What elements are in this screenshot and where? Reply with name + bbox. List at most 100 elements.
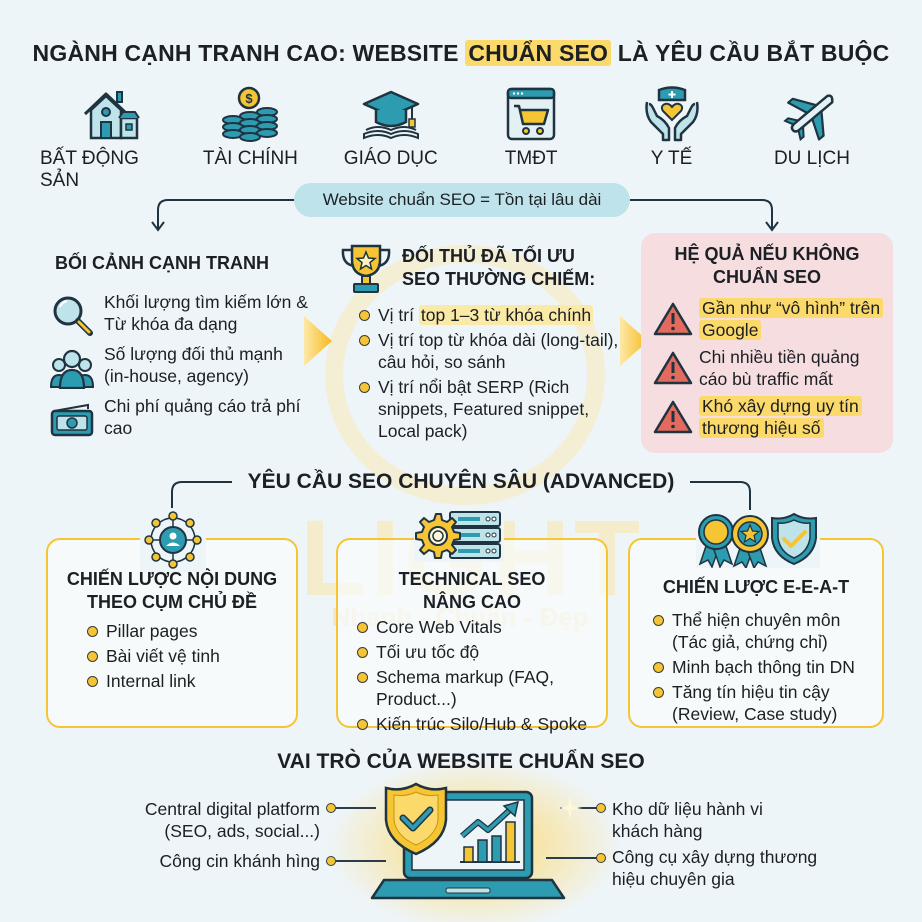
industry-real-estate: BẤT ĐỘNG SẢN bbox=[40, 86, 180, 192]
competition-context: BỐI CẢNH CẠNH TRANH Khối lượng tìm kiếm … bbox=[50, 252, 310, 447]
graduation-cap-icon bbox=[362, 90, 420, 140]
banknote-icon bbox=[50, 403, 94, 437]
consequence-text: Khó xây dựng uy tín thương hiệu số bbox=[699, 395, 881, 439]
item-text: Vị trí top từ khóa dài (long-tail), câu … bbox=[378, 330, 619, 372]
context-item-text: Số lượng đối thủ mạnh (in-house, agency) bbox=[104, 344, 283, 386]
eeat-card: CHIẾN LƯỢC E-E-A-T Thể hiện chuyên môn (… bbox=[628, 538, 884, 728]
airplane-icon bbox=[783, 94, 834, 142]
industry-label: TÀI CHÍNH bbox=[202, 148, 298, 169]
title-highlight: CHUẨN SEO bbox=[465, 40, 612, 66]
card-list: Pillar pages Bài viết vệ tinh Internal l… bbox=[84, 620, 286, 692]
page-title: NGÀNH CẠNH TRANH CAO: WEBSITE CHUẨN SEO … bbox=[0, 40, 922, 67]
heading-line: TECHNICAL SEO bbox=[398, 569, 546, 589]
magnifier-icon bbox=[53, 296, 93, 336]
card-heading: CHIẾN LƯỢC E-E-A-T bbox=[642, 576, 870, 599]
industry-label: TMĐT bbox=[504, 148, 558, 169]
list-item: Tối ưu tốc độ bbox=[354, 641, 596, 663]
heading-line: CHUẨN SEO bbox=[712, 267, 821, 287]
title-suffix: LÀ YÊU CẦU BẮT BUỘC bbox=[611, 40, 890, 66]
heading-line: SEO THƯỜNG CHIẾM: bbox=[402, 269, 596, 289]
competitors-column: ĐỐI THỦ ĐÃ TỐI ƯU SEO THƯỜNG CHIẾM: Vị t… bbox=[338, 240, 628, 445]
context-heading: BỐI CẢNH CẠNH TRANH bbox=[55, 253, 269, 273]
consequences-heading: HỆ QUẢ NẾU KHÔNG CHUẨN SEO bbox=[653, 243, 881, 289]
card-heading: TECHNICAL SEO NÂNG CAO bbox=[348, 568, 596, 614]
house-icon bbox=[83, 91, 140, 140]
industry-row: BẤT ĐỘNG SẢN $ TÀI CHÍNH GIÁO DỤC bbox=[40, 86, 882, 192]
card-heading: CHIẾN LƯỢC NỘI DUNG THEO CỤM CHỦ ĐỀ bbox=[58, 568, 286, 614]
consequence-highlight: Gần như “vô hình” trên Google bbox=[699, 298, 884, 340]
shopping-cart-icon bbox=[506, 87, 556, 141]
list-item: Vị trí top từ khóa dài (long-tail), câu … bbox=[356, 329, 628, 373]
role-left-2: Công cin khánh hìng bbox=[159, 851, 320, 871]
industry-label: GIÁO DỤC bbox=[343, 148, 438, 169]
consequence-highlight: Khó xây dựng uy tín thương hiệu số bbox=[699, 396, 862, 438]
role-left-1: Central digital platform (SEO, ads, soci… bbox=[144, 799, 320, 841]
warning-icon bbox=[653, 351, 693, 385]
consequences-panel: HỆ QUẢ NẾU KHÔNG CHUẨN SEO Gần như “vô h… bbox=[641, 233, 893, 453]
connector-line bbox=[336, 807, 376, 809]
context-item: Chi phí quảng cáo trả phí cao bbox=[50, 395, 310, 441]
list-item: Bài viết vệ tinh bbox=[84, 645, 286, 667]
list-item: Thể hiện chuyên môn (Tác giả, chứng chỉ) bbox=[650, 609, 870, 653]
competitors-heading-row: ĐỐI THỦ ĐÃ TỐI ƯU SEO THƯỜNG CHIẾM: bbox=[338, 240, 628, 296]
item-highlight: top 1–3 từ khóa chính bbox=[418, 305, 594, 325]
industry-label: Y TẾ bbox=[650, 148, 693, 169]
connector-dot bbox=[596, 853, 606, 863]
industry-travel: DU LỊCH bbox=[742, 86, 882, 192]
context-item: Khối lượng tìm kiếm lớn & Từ khóa đa dạn… bbox=[50, 291, 310, 337]
list-item: Minh bạch thông tin DN bbox=[650, 656, 870, 678]
connector-pill: Website chuẩn SEO = Tồn tại lâu dài bbox=[294, 183, 630, 217]
advanced-bracket bbox=[171, 481, 751, 510]
heading-line: CHIẾN LƯỢC NỘI DUNG bbox=[66, 569, 278, 589]
consequence-item: Gần như “vô hình” trên Google bbox=[653, 297, 884, 341]
context-item-text: Khối lượng tìm kiếm lớn & Từ khóa đa dạn… bbox=[104, 292, 308, 334]
list-item: Core Web Vitals bbox=[354, 616, 596, 638]
connector-line bbox=[546, 857, 598, 859]
gear-server-icon bbox=[414, 510, 504, 562]
advanced-heading: YÊU CẦU SEO CHUYÊN SÂU (ADVANCED) bbox=[247, 470, 675, 493]
list-item: Vị trí nổi bật SERP (Rich snippets, Feat… bbox=[356, 376, 628, 442]
connector-arrows bbox=[151, 199, 779, 232]
card-list: Thể hiện chuyên môn (Tác giả, chứng chỉ)… bbox=[650, 609, 870, 725]
connector-dot bbox=[596, 803, 606, 813]
warning-icon bbox=[653, 400, 693, 434]
chevron-right-icon bbox=[620, 316, 648, 366]
consequence-item: Khó xây dựng uy tín thương hiệu số bbox=[653, 395, 881, 439]
item-text: Vị trí bbox=[378, 305, 419, 325]
technical-seo-card: TECHNICAL SEO NÂNG CAO Core Web Vitals T… bbox=[336, 538, 608, 734]
connector-dot bbox=[326, 803, 336, 813]
industry-label: DU LỊCH bbox=[773, 148, 850, 169]
card-list: Core Web Vitals Tối ưu tốc độ Schema mar… bbox=[354, 616, 596, 735]
industry-label: BẤT ĐỘNG SẢN bbox=[40, 148, 139, 191]
industry-finance: $ TÀI CHÍNH bbox=[180, 86, 320, 192]
list-item: Tăng tín hiệu tin cậy (Review, Case stud… bbox=[650, 681, 870, 725]
connector-dot bbox=[326, 856, 336, 866]
list-item: Schema markup (FAQ, Product...) bbox=[354, 666, 596, 710]
list-item: Vị trí top 1–3 từ khóa chính bbox=[356, 304, 628, 326]
industry-healthcare: Y TẾ bbox=[602, 86, 742, 192]
consequence-item: Chi nhiều tiền quảng cáo bù traffic mất bbox=[653, 346, 881, 390]
healthcare-hands-icon bbox=[644, 86, 699, 142]
context-item-text: Chi phí quảng cáo trả phí cao bbox=[104, 396, 301, 438]
heading-line: CHIẾN LƯỢC E-E-A-T bbox=[662, 577, 850, 597]
connector-line bbox=[336, 860, 386, 862]
industry-education: GIÁO DỤC bbox=[321, 86, 461, 192]
warning-icon bbox=[653, 302, 693, 336]
role-right-1: Kho dữ liệu hành vi khách hàng bbox=[612, 799, 763, 841]
list-item: Pillar pages bbox=[84, 620, 286, 642]
competitors-heading: ĐỐI THỦ ĐÃ TỐI ƯU SEO THƯỜNG CHIẾM: bbox=[402, 245, 595, 291]
laptop-shield-growth-icon bbox=[370, 782, 566, 900]
heading-line: HỆ QUẢ NẾU KHÔNG bbox=[674, 244, 860, 264]
trophy-icon bbox=[341, 244, 391, 293]
list-item: Internal link bbox=[84, 670, 286, 692]
heading-line: NÂNG CAO bbox=[423, 592, 521, 612]
content-cluster-card: CHIẾN LƯỢC NỘI DUNG THEO CỤM CHỦ ĐỀ Pill… bbox=[46, 538, 298, 728]
badges-shield-icon bbox=[696, 510, 820, 568]
role-right-2: Công cụ xây dựng thương hiệu chuyên gia bbox=[612, 847, 818, 889]
heading-line: THEO CỤM CHỦ ĐỀ bbox=[87, 592, 257, 612]
title-prefix: NGÀNH CẠNH TRANH CAO: WEBSITE bbox=[32, 40, 466, 66]
sparkle-icon bbox=[558, 796, 582, 820]
item-text: Vị trí nổi bật SERP (Rich snippets, Feat… bbox=[378, 377, 590, 441]
heading-line: ĐỐI THỦ ĐÃ TỐI ƯU bbox=[402, 246, 575, 266]
network-hub-icon bbox=[140, 508, 206, 572]
